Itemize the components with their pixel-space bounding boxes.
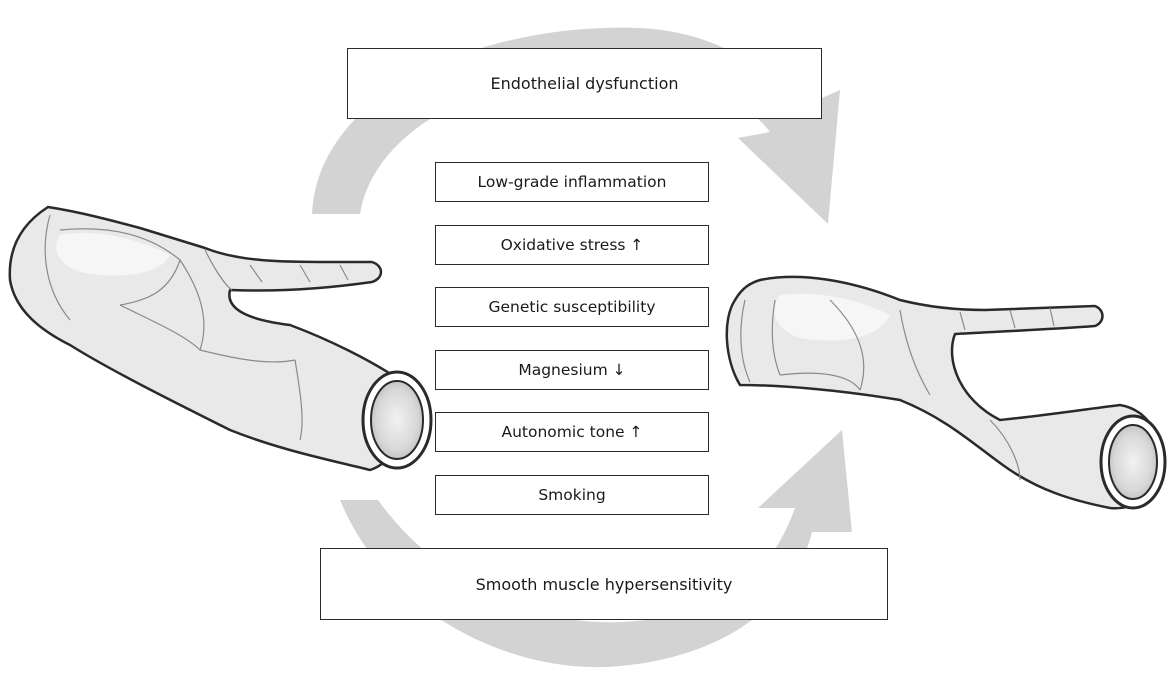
right-vessel-highlight xyxy=(774,293,890,341)
left-vessel-highlight xyxy=(56,232,170,276)
left-vessel-opening-inner xyxy=(370,380,424,460)
factor-box-genetic-susceptibility: Genetic susceptibility xyxy=(435,287,709,327)
factor-label-autonomic-tone: Autonomic tone ↑ xyxy=(501,423,643,441)
endothelial-dysfunction-box: Endothelial dysfunction xyxy=(347,48,822,119)
endothelial-dysfunction-label: Endothelial dysfunction xyxy=(490,74,679,93)
factor-label-smoking: Smoking xyxy=(538,486,606,504)
smooth-muscle-hypersensitivity-label: Smooth muscle hypersensitivity xyxy=(475,574,733,594)
factor-box-inflammation: Low-grade inflammation xyxy=(435,162,709,202)
smooth-muscle-hypersensitivity-box: Smooth muscle hypersensitivity xyxy=(320,548,888,620)
factor-label-oxidative-stress: Oxidative stress ↑ xyxy=(500,236,644,254)
factor-box-magnesium: Magnesium ↓ xyxy=(435,350,709,390)
right-blood-vessel xyxy=(725,275,1167,510)
left-blood-vessel xyxy=(8,205,433,472)
factor-label-genetic-susceptibility: Genetic susceptibility xyxy=(488,298,656,316)
right-vessel-opening-inner xyxy=(1108,424,1158,500)
factor-box-autonomic-tone: Autonomic tone ↑ xyxy=(435,412,709,452)
factor-box-smoking: Smoking xyxy=(435,475,709,515)
factor-box-oxidative-stress: Oxidative stress ↑ xyxy=(435,225,709,265)
factor-label-inflammation: Low-grade inflammation xyxy=(477,173,667,191)
factor-label-magnesium: Magnesium ↓ xyxy=(518,361,626,379)
